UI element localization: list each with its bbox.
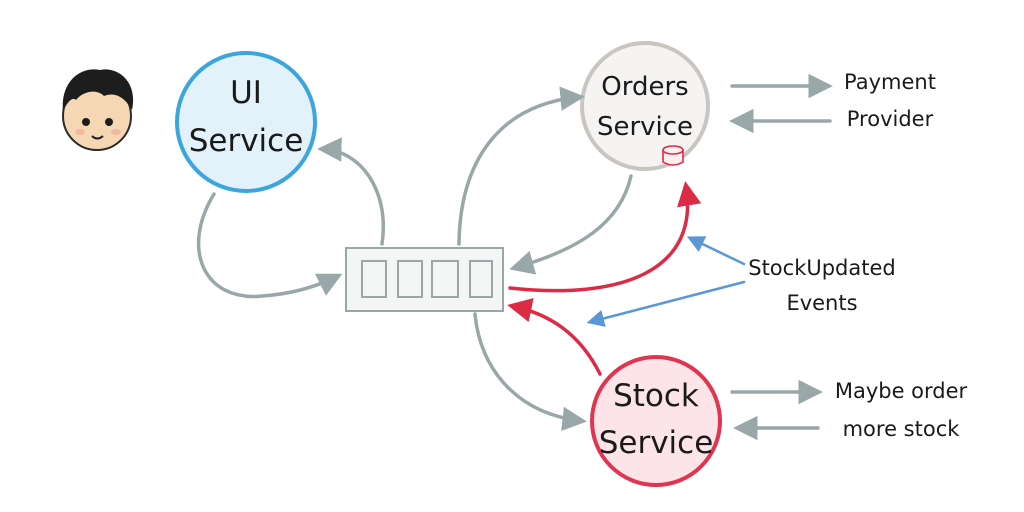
maybe-order-label-line2: more stock <box>843 417 961 441</box>
payment-label-line1: Payment <box>844 70 936 94</box>
blue-arrow-to-red-lower <box>586 280 746 327</box>
ui-service-label-line2: Service <box>189 123 304 159</box>
arrow-orders-to-queue <box>509 174 633 275</box>
red-arrow-queue-to-orders <box>508 181 702 293</box>
orders-service-label-line2: Service <box>597 112 693 142</box>
arrow-queue-to-orders <box>457 86 585 246</box>
arrow-queue-to-ui <box>317 137 385 246</box>
arrow-queue-to-stock <box>473 312 587 432</box>
red-arrow-stock-to-queue <box>507 298 602 376</box>
user-avatar-icon <box>62 69 134 151</box>
maybe-order-label-line1: Maybe order <box>835 379 968 403</box>
message-queue-icon <box>345 247 504 312</box>
payment-label-line2: Provider <box>847 107 934 131</box>
orders-service-label-line1: Orders <box>601 72 688 102</box>
stock-service-label-line1: Stock <box>613 378 699 414</box>
ui-service-label-line1: UI <box>230 75 262 111</box>
stock-service-label-line2: Service <box>599 425 714 461</box>
ui-service-node: UI Service <box>175 51 317 193</box>
blue-arrow-to-red-upper <box>686 236 746 266</box>
stock-service-node: Stock Service <box>590 355 722 487</box>
events-label-line1: StockUpdated <box>748 256 896 280</box>
orders-service-node: Orders Service <box>580 41 710 171</box>
events-label-line2: Events <box>786 291 857 315</box>
arrow-ui-to-queue <box>196 192 343 299</box>
database-icon <box>662 145 684 166</box>
